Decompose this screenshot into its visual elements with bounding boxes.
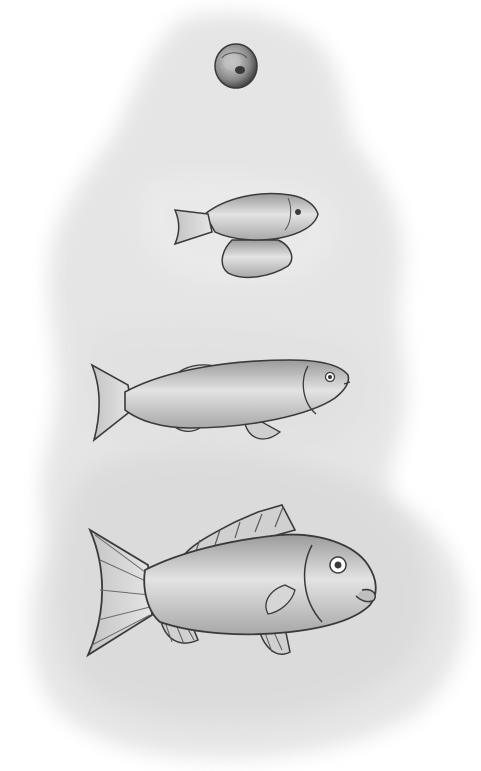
fish-egg-icon <box>215 44 257 88</box>
